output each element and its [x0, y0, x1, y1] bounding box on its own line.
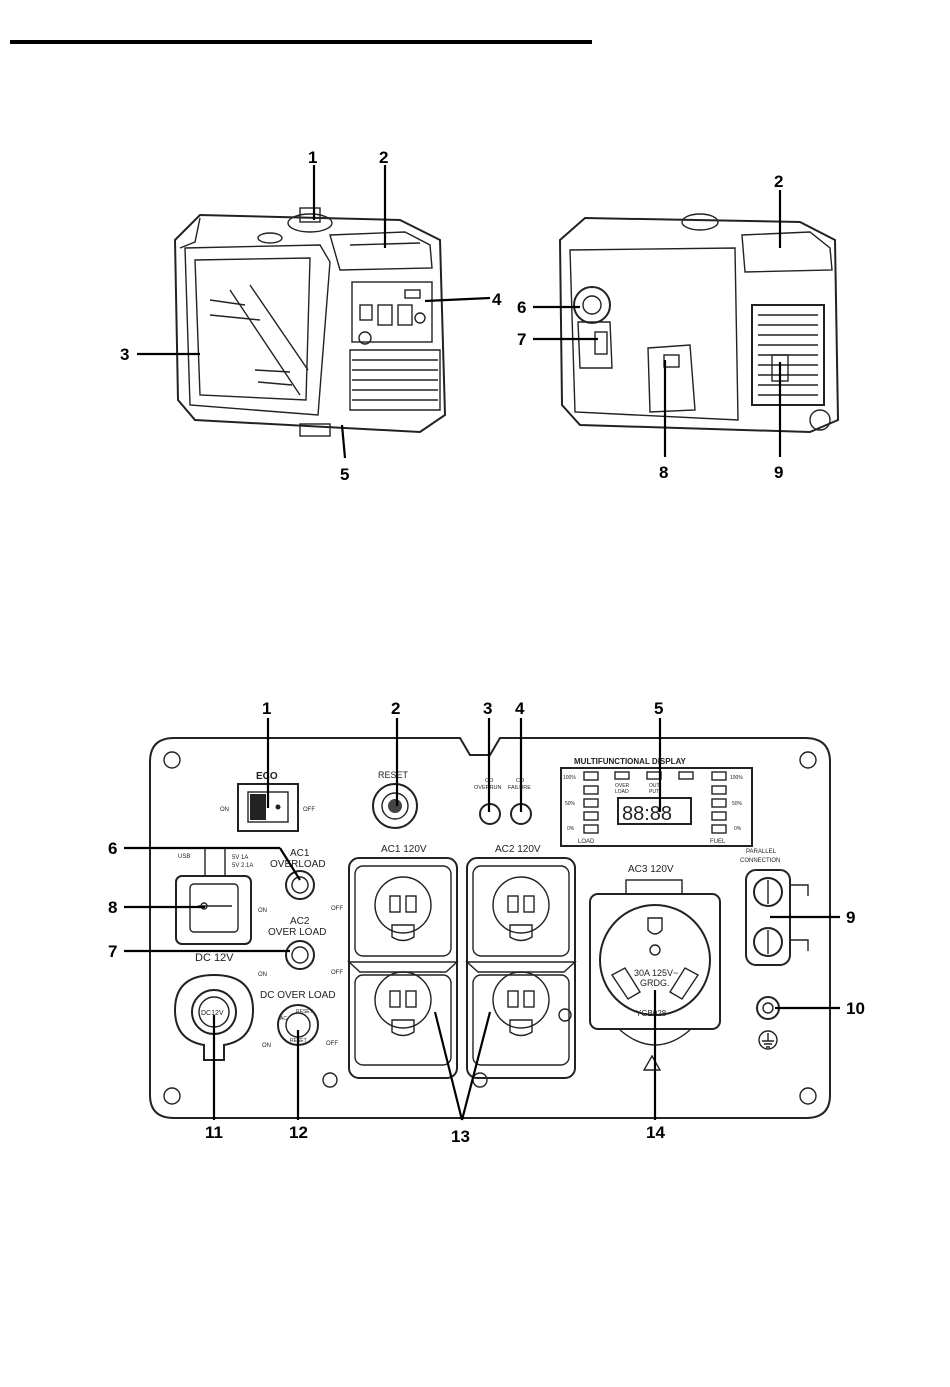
panel-callout-4: 4: [515, 699, 525, 718]
co-failure-label-2: FAILURE: [508, 785, 531, 791]
panel-callout-lines: [124, 718, 840, 1121]
parallel-label-2: CONNECTION: [740, 858, 780, 864]
left-callout-lines: [137, 165, 491, 459]
eco-on-label: ON: [220, 807, 229, 813]
ac3-label: AC3 120V: [628, 864, 674, 875]
multifunctional-display: [560, 767, 753, 847]
display-overload-2: LOAD: [615, 789, 629, 795]
callout-7: 7: [517, 330, 526, 349]
ac1-label: AC1 120V: [381, 844, 427, 855]
ac1-off-label: OFF: [331, 906, 343, 912]
callout-r2: 2: [774, 172, 783, 191]
generator-front-view: [173, 207, 447, 437]
warning-triangle-icon: [642, 1054, 662, 1071]
display-right-0: 0%: [734, 826, 742, 832]
callout-8: 8: [659, 463, 668, 482]
panel-callout-11: 11: [205, 1123, 223, 1142]
panel-callout-9: 9: [846, 908, 855, 927]
callout-5: 5: [340, 465, 349, 484]
display-digits: 88:88: [622, 803, 672, 825]
panel-callout-10: 10: [846, 999, 865, 1018]
callout-2: 2: [379, 148, 388, 167]
ac3-grdg: GRDG.: [640, 978, 670, 988]
ground-icon: [758, 1030, 778, 1050]
ac1-overload-label-2: OVERLOAD: [270, 859, 326, 870]
usb-label: USB: [178, 854, 190, 860]
ac2-on-label: ON: [258, 972, 267, 978]
panel-callout-8: 8: [108, 898, 117, 917]
ac1-overload-label-1: AC1: [290, 848, 310, 859]
ac2-overload-breaker[interactable]: [285, 940, 315, 970]
display-right-100: 100%: [730, 775, 743, 781]
panel-callout-1: 1: [262, 699, 271, 718]
ac1-on-label: ON: [258, 908, 267, 914]
panel-callout-12: 12: [289, 1123, 308, 1142]
eco-off-label: OFF: [303, 807, 315, 813]
display-right-50: 50%: [732, 801, 743, 807]
co-overrun-label-2: OVERRUN: [474, 785, 502, 791]
right-callout-lines: [533, 190, 782, 457]
panel-callout-5: 5: [654, 699, 663, 718]
panel-callout-2: 2: [391, 699, 400, 718]
ac1-overload-breaker[interactable]: [285, 870, 315, 900]
parallel-label-1: PARALLEL: [746, 849, 777, 855]
display-left-50: 50%: [565, 801, 576, 807]
panel-callout-3: 3: [483, 699, 492, 718]
ac2-overload-label-1: AC2: [290, 916, 310, 927]
ac3-model: YGB028: [636, 1009, 667, 1018]
callout-3: 3: [120, 345, 129, 364]
ac2-label: AC2 120V: [495, 844, 541, 855]
dc-knob-reset-top: RESET: [296, 1009, 313, 1015]
dc12v-label: DC 12V: [195, 952, 234, 964]
callout-6: 6: [517, 298, 526, 317]
dc12v-socket-label: DC12V: [201, 1010, 224, 1017]
dc-off-label: OFF: [326, 1041, 338, 1047]
display-fuel-label: FUEL: [710, 839, 726, 845]
reset-label: RESET: [378, 770, 409, 780]
generator-rear-view: [558, 213, 840, 434]
dc-on-label: ON: [262, 1043, 271, 1049]
usb-spec-1: 5V 1A: [232, 855, 248, 861]
display-left-100: 100%: [563, 775, 576, 781]
callout-4: 4: [492, 290, 502, 309]
section-rule: [10, 40, 592, 44]
display-overload-1: OVER: [615, 783, 630, 789]
panel-callout-14: 14: [646, 1123, 665, 1142]
ac1-outlet[interactable]: [347, 857, 459, 1079]
display-output-2: PUT: [649, 789, 659, 795]
ac2-off-label: OFF: [331, 970, 343, 976]
panel-callout-7: 7: [108, 942, 117, 961]
ac3-rating: 30A 125V~: [634, 968, 678, 978]
display-left-0: 0%: [567, 826, 575, 832]
ac2-outlet[interactable]: [465, 857, 577, 1079]
display-load-label: LOAD: [578, 839, 595, 845]
dc-knob-ac: AC: [280, 1016, 287, 1022]
callout-1: 1: [308, 148, 317, 167]
ac2-overload-label-2: OVER LOAD: [268, 927, 326, 938]
callout-9: 9: [774, 463, 783, 482]
dc-overload-label: DC OVER LOAD: [260, 990, 336, 1001]
panel-callout-6: 6: [108, 839, 117, 858]
dc12v-socket[interactable]: [173, 973, 255, 1061]
display-output-1: OUT: [649, 783, 660, 789]
panel-callout-13: 13: [451, 1127, 470, 1146]
usb-spec-2: 5V 2.1A: [232, 863, 253, 869]
display-title: MULTIFUNCTIONAL DISPLAY: [574, 757, 687, 766]
reset-button[interactable]: [372, 783, 418, 829]
